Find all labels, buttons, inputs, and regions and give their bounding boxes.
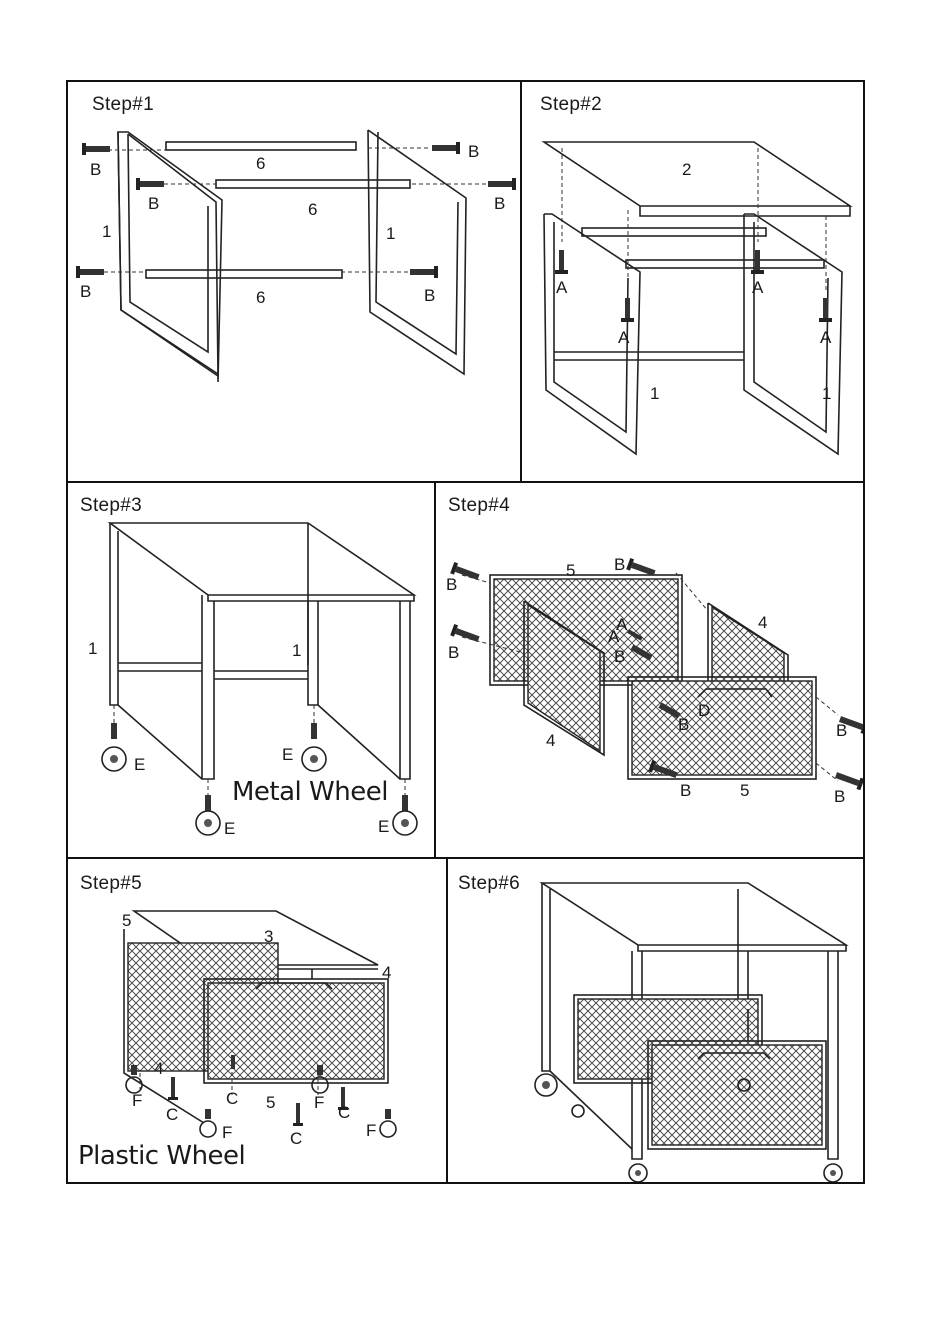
part-1-label: 1 — [102, 222, 111, 242]
label-b: B — [80, 282, 91, 302]
label-d: D — [698, 701, 710, 721]
label-e: E — [134, 755, 145, 775]
label-b: B — [836, 721, 847, 741]
label-f: F — [222, 1123, 232, 1143]
part-4-label: 4 — [382, 963, 391, 983]
part-2-label: 2 — [682, 160, 691, 180]
part-1-label: 1 — [292, 641, 301, 661]
part-1-label: 1 — [386, 224, 395, 244]
label-e: E — [224, 819, 235, 839]
label-b: B — [834, 787, 845, 807]
part-5-label: 5 — [566, 561, 575, 581]
label-b: B — [424, 286, 435, 306]
step-2-diagram — [522, 82, 865, 483]
label-e: E — [282, 745, 293, 765]
step-4-panel: Step#4 — [434, 481, 865, 859]
metal-wheel-caption: Metal Wheel — [232, 777, 388, 807]
step-4-diagram — [436, 483, 865, 859]
screw-b-icon — [76, 142, 516, 278]
part-6-label: 6 — [256, 288, 265, 308]
label-f: F — [314, 1093, 324, 1113]
label-b: B — [680, 781, 691, 801]
label-f: F — [366, 1121, 376, 1141]
label-b: B — [148, 194, 159, 214]
part-1-label: 1 — [650, 384, 659, 404]
step-1-diagram — [68, 82, 522, 483]
label-c: C — [226, 1089, 238, 1109]
label-a: A — [608, 627, 619, 647]
part-1-label: 1 — [822, 384, 831, 404]
label-b: B — [614, 647, 625, 667]
step-6-diagram — [448, 859, 865, 1184]
label-a: A — [556, 278, 567, 298]
part-5-label: 5 — [122, 911, 131, 931]
step-3-panel: Step#3 1 1 E E E E Metal — [66, 481, 436, 859]
label-b: B — [90, 160, 101, 180]
label-c: C — [338, 1103, 350, 1123]
part-6-label: 6 — [308, 200, 317, 220]
part-5-label: 5 — [740, 781, 749, 801]
step-2-panel: Step#2 2 A A A A 1 1 — [520, 80, 865, 483]
label-a: A — [820, 328, 831, 348]
part-3-label: 3 — [264, 927, 273, 947]
label-c: C — [290, 1129, 302, 1149]
label-f: F — [132, 1091, 142, 1111]
label-c: C — [166, 1105, 178, 1125]
label-b: B — [494, 194, 505, 214]
step-6-panel: Step#6 — [446, 857, 865, 1184]
label-b: B — [468, 142, 479, 162]
step-5-panel: Step#5 5 3 4 4 5 F F F F C — [66, 857, 448, 1184]
label-b: B — [614, 555, 625, 575]
part-1-label: 1 — [88, 639, 97, 659]
part-5-label: 5 — [266, 1093, 275, 1113]
part-4-label: 4 — [546, 731, 555, 751]
step-1-panel: Step#1 B B B B B B 1 1 6 6 — [66, 80, 522, 483]
label-b: B — [446, 575, 457, 595]
label-a: A — [618, 328, 629, 348]
label-b: B — [678, 715, 689, 735]
part-4-label: 4 — [758, 613, 767, 633]
step-5-diagram — [68, 859, 448, 1184]
part-4-label: 4 — [154, 1059, 163, 1079]
label-a: A — [752, 278, 763, 298]
plastic-wheel-caption: Plastic Wheel — [78, 1141, 245, 1171]
part-6-label: 6 — [256, 154, 265, 174]
label-b: B — [448, 643, 459, 663]
label-e: E — [378, 817, 389, 837]
